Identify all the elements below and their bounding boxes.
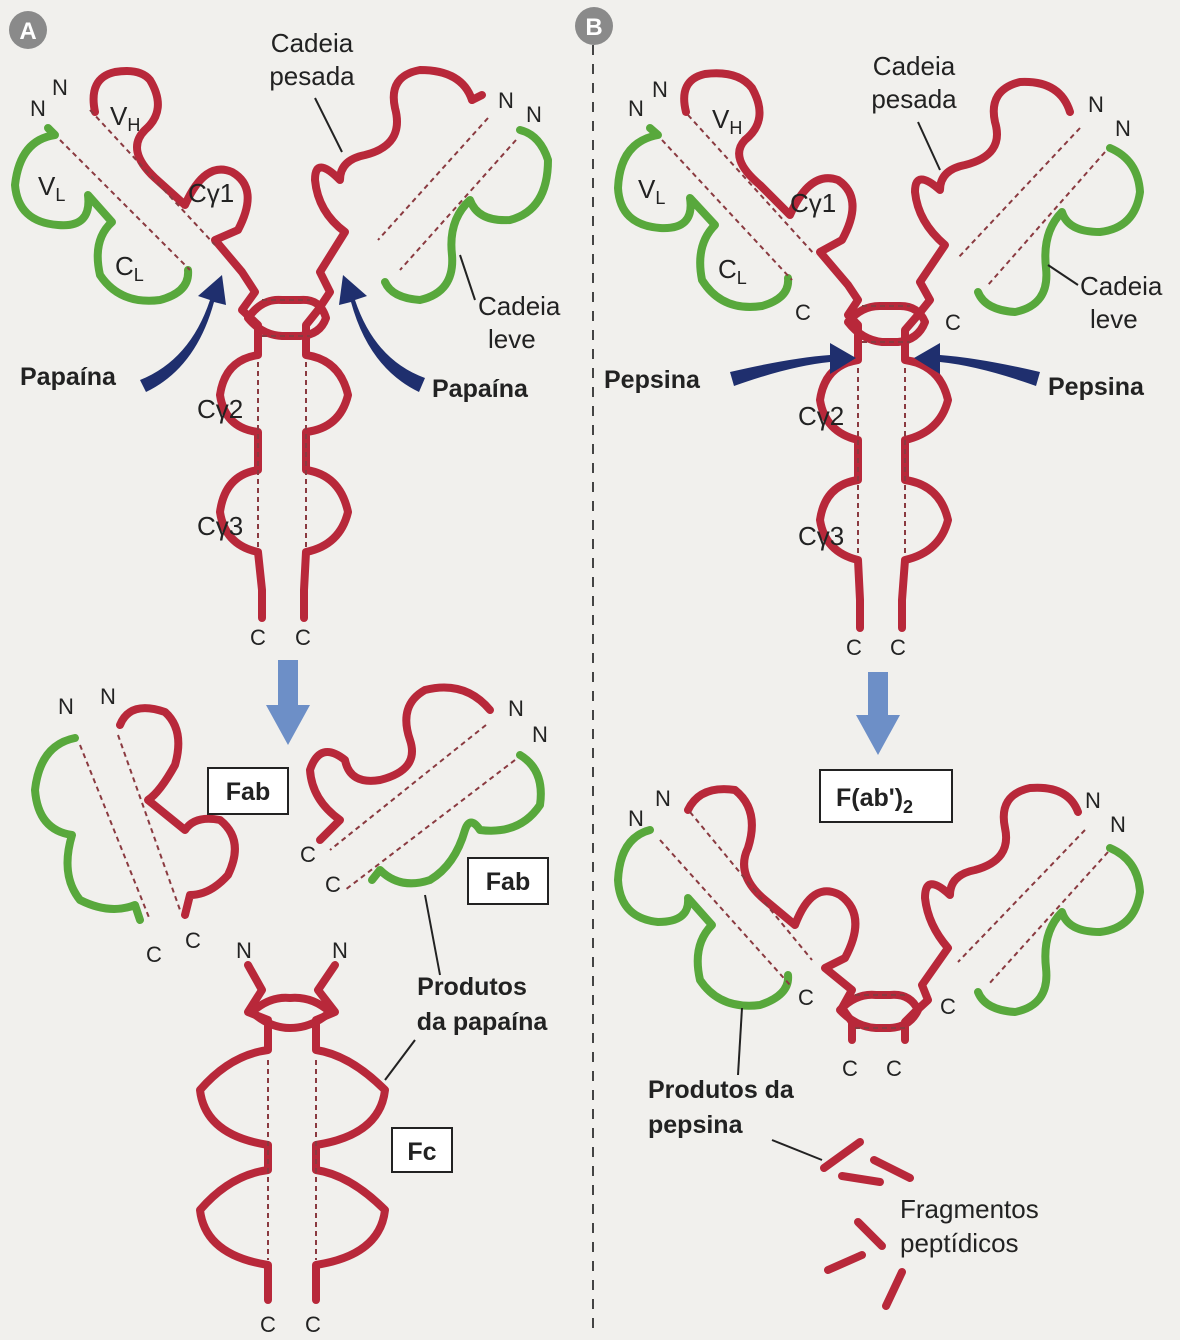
panel-b-badge: B [575,7,613,45]
svg-text:B: B [585,14,602,41]
n-terminus-label: N [508,696,524,721]
light-chain-left [15,128,188,301]
panel-b-antibody [618,73,1140,628]
light-chain-label: leve [488,324,536,354]
n-terminus-label: N [526,102,542,127]
n-terminus-label: N [652,77,668,102]
n-terminus-label: N [628,806,644,831]
c-terminus-label: C [795,300,811,325]
down-arrow-b [856,672,900,755]
vl-label: VL [38,171,65,205]
vh-label: VH [712,104,742,138]
cg1-label: Cγ1 [790,188,836,218]
peptide-fragments [824,1142,910,1306]
n-terminus-label: N [236,938,252,963]
c-terminus-label: C [945,310,961,335]
n-terminus-label: N [100,684,116,709]
c-terminus-label: C [260,1312,276,1337]
c-terminus-label: C [842,1056,858,1081]
panel-a-badge: A [9,11,47,49]
c-terminus-label: C [295,625,311,650]
light-chain-left [618,128,788,307]
n-terminus-label: N [30,96,46,121]
pepsin-arrow-right [914,343,1040,386]
n-terminus-label: N [332,938,348,963]
svg-text:Fc: Fc [407,1138,436,1166]
c-terminus-label: C [185,928,201,953]
heavy-chain-right [304,70,472,618]
heavy-chain-label: Cadeia [271,28,354,58]
n-terminus-label: N [58,694,74,719]
c-terminus-label: C [798,985,814,1010]
vh-label: VH [110,101,140,135]
light-chain-label: Cadeia [1080,271,1163,301]
papain-products-label: da papaína [417,1008,549,1036]
cg2-label: Cγ2 [798,401,844,431]
c-terminus-label: C [300,842,316,867]
cg3-label: Cγ3 [197,511,243,541]
light-chain-label: Cadeia [478,291,561,321]
papain-label-right: Papaína [432,375,529,403]
light-chain-label: leve [1090,304,1138,334]
panel-a-antibody [15,70,548,618]
peptide-fragments-label: Fragmentos [900,1194,1039,1224]
papain-label-left: Papaína [20,363,117,391]
fc-box: Fc [392,1128,452,1172]
c-terminus-label: C [846,635,862,660]
n-terminus-label: N [655,786,671,811]
n-terminus-label: N [1085,788,1101,813]
heavy-chain-label: Cadeia [873,51,956,81]
pepsin-products-label: pepsina [648,1111,744,1139]
pepsin-label-left: Pepsina [604,366,701,394]
cl-label: CL [718,254,747,288]
pepsin-products-label: Produtos da [648,1076,795,1104]
n-terminus-label: N [628,96,644,121]
cg2-label: Cγ2 [197,394,243,424]
fab2-fragment [618,788,1140,1040]
c-terminus-label: C [146,942,162,967]
c-terminus-label: C [886,1056,902,1081]
fab-fragment-left [35,708,235,920]
papain-products-label: Produtos [417,973,527,1001]
fab-box-left: Fab [208,768,288,814]
vl-label: VL [638,174,665,208]
fab2-box: F(ab')2 [820,770,952,822]
n-terminus-label: N [498,88,514,113]
svg-text:Fab: Fab [486,868,530,896]
n-terminus-label: N [1115,116,1131,141]
cl-label: CL [115,251,144,285]
c-terminus-label: C [890,635,906,660]
peptide-fragments-label: peptídicos [900,1228,1019,1258]
c-terminus-label: C [325,872,341,897]
pepsin-label-right: Pepsina [1048,373,1145,401]
c-terminus-label: C [250,625,266,650]
cg1-label: Cγ1 [188,178,234,208]
fc-fragment [200,965,385,1300]
heavy-chain-label: pesada [269,61,355,91]
n-terminus-label: N [52,75,68,100]
svg-text:Fab: Fab [226,778,270,806]
papain-arrow-right [339,275,425,392]
down-arrow-a [266,660,310,745]
svg-text:A: A [19,18,36,45]
heavy-chain-label: pesada [871,84,957,114]
pepsin-arrow-left [730,343,856,386]
fab-box-right: Fab [468,858,548,904]
n-terminus-label: N [532,722,548,747]
n-terminus-label: N [1088,92,1104,117]
n-terminus-label: N [1110,812,1126,837]
cg3-label: Cγ3 [798,521,844,551]
c-terminus-label: C [305,1312,321,1337]
c-terminus-label: C [940,994,956,1019]
